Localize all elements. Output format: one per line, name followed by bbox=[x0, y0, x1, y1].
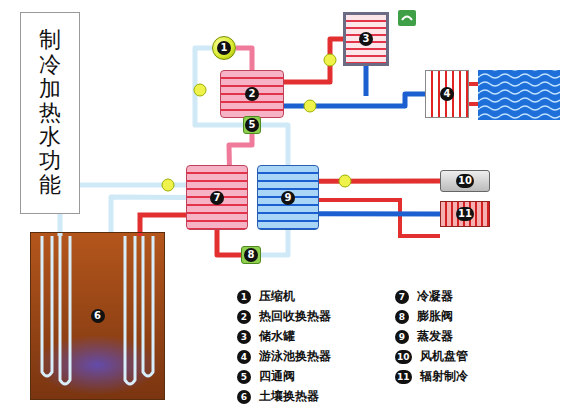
callout-number: 3 bbox=[359, 32, 373, 46]
legend-text: 蒸发器 bbox=[417, 328, 453, 345]
legend-text: 储水罐 bbox=[259, 328, 295, 345]
legend-number: 8 bbox=[395, 310, 409, 324]
title-text: 制冷加热水功能 bbox=[39, 28, 61, 197]
radiant-cooling: 11 bbox=[440, 201, 490, 227]
pool-water bbox=[478, 70, 560, 120]
pool-waves bbox=[478, 70, 560, 120]
pipe-connector bbox=[319, 211, 440, 216]
title-box: 制冷加热水功能 bbox=[20, 12, 80, 214]
pipe-connector bbox=[261, 125, 288, 165]
legend-item: 10 风机盘管 bbox=[395, 348, 468, 365]
legend-item: 8 膨胀阀 bbox=[395, 308, 453, 325]
legend-number: 11 bbox=[395, 370, 412, 384]
pipe-connector bbox=[261, 230, 288, 255]
callout-number: 2 bbox=[245, 87, 259, 101]
pipe bbox=[469, 84, 478, 104]
callout-number: 11 bbox=[456, 207, 474, 221]
condenser: 7 bbox=[186, 165, 248, 230]
legend-text: 土壤换热器 bbox=[259, 388, 319, 405]
pool-exchanger: 4 bbox=[425, 70, 469, 118]
legend-number: 10 bbox=[395, 350, 412, 364]
pipe bbox=[319, 200, 440, 236]
legend-text: 冷凝器 bbox=[417, 288, 453, 305]
legend-number: 4 bbox=[237, 350, 251, 364]
callout-number: 4 bbox=[440, 87, 454, 101]
legend-number: 2 bbox=[237, 310, 251, 324]
legend-item: 2 热回收换热器 bbox=[237, 308, 331, 325]
legend-number: 5 bbox=[237, 370, 251, 384]
legend-number: 1 bbox=[237, 290, 251, 304]
legend-item: 9 蒸发器 bbox=[395, 328, 453, 345]
legend-item: 1 压缩机 bbox=[237, 288, 295, 305]
fan-coil: 10 bbox=[440, 170, 490, 192]
soil-glow bbox=[35, 335, 159, 395]
callout-number: 1 bbox=[217, 41, 231, 55]
callout-number: 9 bbox=[281, 191, 295, 205]
faucet-icon bbox=[402, 17, 412, 21]
legend-item: 11 辐射制冷 bbox=[395, 368, 468, 385]
legend-item: 4 游泳池换热器 bbox=[237, 348, 331, 365]
pipe-connector bbox=[284, 39, 343, 82]
legend-number: 6 bbox=[237, 390, 251, 404]
legend-item: 7 冷凝器 bbox=[395, 288, 453, 305]
legend-text: 游泳池换热器 bbox=[259, 348, 331, 365]
pipe-connector bbox=[217, 230, 241, 255]
legend-item: 3 储水罐 bbox=[237, 328, 295, 345]
pipe-connector bbox=[319, 179, 440, 184]
legend-number: 9 bbox=[395, 330, 409, 344]
legend-item: 5 四通阀 bbox=[237, 368, 295, 385]
four-way-valve: 5 bbox=[243, 116, 261, 134]
pipe-connector bbox=[111, 197, 186, 232]
legend-text: 风机盘管 bbox=[420, 348, 468, 365]
legend-text: 膨胀阀 bbox=[417, 308, 453, 325]
legend-number: 7 bbox=[395, 290, 409, 304]
u-tubes bbox=[42, 236, 153, 384]
soil-ground bbox=[30, 232, 165, 400]
legend-number: 3 bbox=[237, 330, 251, 344]
callout-number: 5 bbox=[245, 118, 259, 132]
pipe bbox=[364, 66, 369, 96]
callout-number: 7 bbox=[210, 191, 224, 205]
callout-number: 8 bbox=[244, 248, 258, 262]
storage-tank: 3 bbox=[343, 12, 389, 66]
evaporator: 9 bbox=[257, 165, 319, 230]
callout-number: 6 bbox=[91, 309, 105, 323]
pipe-connector bbox=[229, 134, 252, 165]
callout-number: 10 bbox=[456, 174, 474, 188]
legend-text: 热回收换热器 bbox=[259, 308, 331, 325]
legend-item: 6 土壤换热器 bbox=[237, 388, 319, 405]
soil-exchanger: 6 bbox=[30, 232, 165, 400]
legend-text: 压缩机 bbox=[259, 288, 295, 305]
faucet-icon bbox=[398, 10, 416, 26]
heat-recovery-exchanger: 2 bbox=[220, 70, 284, 118]
pipe-connector bbox=[236, 48, 252, 70]
compressor: 1 bbox=[212, 36, 236, 60]
legend-text: 四通阀 bbox=[259, 368, 295, 385]
expansion-valve: 8 bbox=[241, 246, 261, 264]
legend-text: 辐射制冷 bbox=[420, 368, 468, 385]
